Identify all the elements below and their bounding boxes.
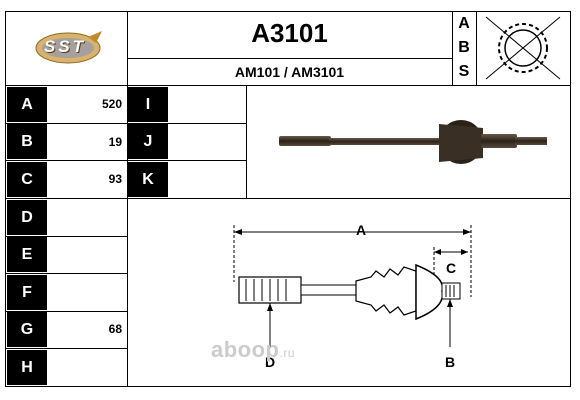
row-line-1	[6, 123, 246, 124]
dim-value-a: 520	[101, 97, 122, 111]
row-line-6	[6, 311, 127, 312]
abs-letter-a: A	[458, 15, 470, 32]
row-line-3	[6, 198, 570, 199]
abs-ring-crossed-icon	[485, 16, 561, 80]
dim-label-i: I	[128, 87, 168, 122]
reference-numbers: AM101 / AM3101	[234, 64, 345, 80]
dim-value-c: 93	[108, 172, 122, 186]
watermark: aboop.ru	[211, 337, 295, 363]
abs-letter-s: S	[458, 63, 470, 80]
row-line-2	[6, 160, 246, 161]
diagram-label-a: A	[356, 222, 367, 238]
drive-shaft-diagram-icon	[233, 225, 472, 347]
dim-label-c: C	[7, 162, 47, 197]
dim-label-k: K	[128, 162, 168, 197]
abs-letter-b: B	[458, 39, 470, 56]
header-divider-abs	[476, 12, 477, 85]
logo-icon	[35, 31, 102, 64]
brand-logo: SST	[28, 27, 108, 69]
dim-label-e: E	[7, 237, 47, 272]
diagram-label-d: D	[265, 354, 276, 370]
table-col-divider	[127, 85, 128, 386]
diagram-label-c: C	[446, 260, 457, 276]
diagram-label-b: B	[445, 354, 456, 370]
row-line-5	[6, 273, 127, 274]
dim-label-g: G	[7, 312, 47, 347]
row-line-4	[6, 236, 127, 237]
dim-value-g: 68	[108, 322, 122, 336]
technical-diagram: A C D B	[206, 207, 486, 377]
part-sheet: SST A3101 AM101 / AM3101 A B S A B C D E…	[5, 11, 571, 387]
watermark-suffix: .ru	[279, 346, 296, 360]
dim-value-b: 19	[108, 135, 122, 149]
logo-text: SST	[44, 37, 87, 56]
table-col-divider-ijk	[246, 85, 247, 198]
dim-label-f: F	[7, 275, 47, 310]
header-divider-right	[452, 12, 453, 85]
dim-label-d: D	[7, 200, 47, 235]
header-divider-mid	[127, 58, 452, 59]
watermark-main: aboop	[211, 337, 280, 362]
header-bottom-line	[6, 85, 570, 86]
product-photo	[251, 102, 566, 192]
dim-label-a: A	[7, 87, 47, 122]
dim-label-b: B	[7, 124, 47, 159]
header-divider-left	[127, 12, 128, 85]
dim-label-h: H	[7, 350, 47, 385]
row-line-7	[6, 348, 127, 349]
dim-label-j: J	[128, 124, 168, 159]
drive-shaft-photo-icon	[279, 120, 547, 164]
page-title: A3101	[251, 18, 328, 48]
abs-ring-box	[484, 15, 562, 81]
